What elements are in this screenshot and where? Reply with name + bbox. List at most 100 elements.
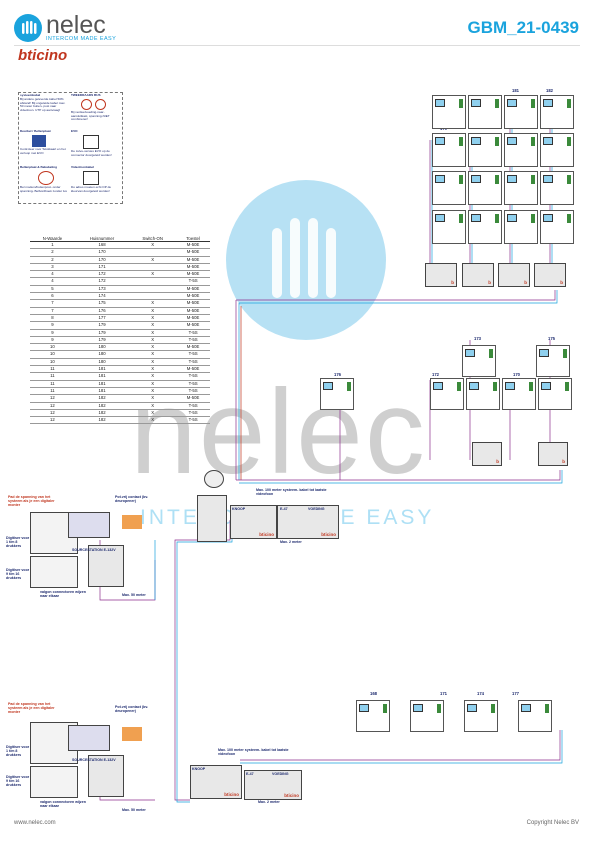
table-cell: X [129,416,177,425]
table-cell: 180 [74,343,130,352]
table-cell: 9 [30,329,75,337]
legend-item: TWEEDRAADS BUS Bij verdeelvoeding-naar- … [71,93,110,122]
digitiser-note: Digitiser voor 9 t/m 16 drukkers [6,775,30,787]
videophone-unit [540,133,574,167]
table-cell: X [129,321,177,330]
header-divider [14,45,580,46]
table-cell: T-5S [176,350,210,359]
table-cell: X [129,256,177,264]
screen-icon [465,349,475,357]
table-cell: T-5S [176,416,210,425]
videophone-unit [468,210,502,244]
screen-icon [507,99,517,107]
apartment-label: 174 [477,691,484,696]
cable-length-note: Max. 100 meter systeem- kabel tot laatst… [256,488,327,496]
prohibited-icon [95,98,106,110]
e47-label: E-47 [280,507,288,511]
terminal-icon [529,382,533,391]
table-cell: 177 [74,314,130,323]
table-cell [129,248,177,257]
terminal-icon [567,99,571,108]
table-cell: 11 [30,380,75,388]
connector-note: valgon connectoren wijzen naar elkaar [40,800,86,808]
fifty-meter-note: Max. 50 meter [122,593,146,597]
table-cell: 179 [74,329,130,337]
two-meter-note: Max. 2 meter [280,540,302,544]
digitiser-note: Digitiser voor 9 t/m 16 drukkers [6,568,30,580]
watermark-circle [226,180,386,340]
table-cell: M-50E [176,292,210,301]
table-cell: X [129,270,177,279]
table-cell: X [129,409,177,418]
table-cell: 2 [30,248,75,257]
apartment-label: 171 [440,691,447,696]
potfree-note: Pot.vrij contact (bv. deuropener) [115,705,149,713]
screen-icon [323,382,333,390]
table-cell: M-50E [176,241,210,250]
videophone-unit [538,378,572,410]
terminal-icon [459,214,463,223]
distribution-module: b [498,263,530,287]
prohibited-icon [81,98,92,110]
videophone-unit [536,345,570,377]
terminal-icon [567,137,571,146]
terminal-icon [495,99,499,108]
terminal-icon [347,382,351,391]
terminal-icon [563,349,567,358]
table-cell: X [129,314,177,323]
screen-icon [435,214,445,222]
table-cell: T-5S [176,380,210,388]
videophone-unit [518,700,552,732]
table-cell: M-50E [176,307,210,315]
table-cell: M-50E [176,321,210,330]
table-cell: 182 [74,409,130,418]
apartment-label: 176 [334,372,341,377]
terminal-icon [495,137,499,146]
fifty-meter-note: Max. 50 meter [122,808,146,812]
module-icon [83,170,99,185]
table-cell: X [129,358,177,367]
voeding-module: bticino [277,505,339,539]
table-cell: X [129,380,177,388]
table-cell: M-50E [176,343,210,352]
screen-icon [435,137,445,145]
screen-icon [507,175,517,183]
table-cell: 9 [30,336,75,345]
table-cell: M-50E [176,299,210,308]
column-header: N-Waarde [30,236,75,242]
table-cell: M-50E [176,248,210,257]
videophone-unit [504,133,538,167]
videophone-unit [504,210,538,244]
videophone-unit [462,345,496,377]
table-cell: T-5S [176,372,210,381]
table-cell: T-5S [176,402,210,410]
table-cell: 179 [74,321,130,330]
table-cell: 170 [74,256,130,264]
legend-item: Deurbel / Bellenplaat Controleer voor Te… [20,129,66,155]
table-cell: 174 [74,292,130,301]
table-cell: M-50E [176,256,210,264]
table-cell: 7 [30,307,75,315]
footer-url[interactable]: www.nelec.com [14,820,56,826]
table-cell: 9 [30,321,75,330]
screen-icon [469,382,479,390]
e47-label: E-47 [246,772,254,776]
table-cell: 11 [30,365,75,374]
legend-item: Bellenplaat & Bekabeling Bel modem/buite… [20,165,67,193]
table-cell: 11 [30,387,75,396]
warning-note: Pad de spanning van het systeem als je e… [8,495,55,507]
screen-icon [471,175,481,183]
table-cell: 172 [74,277,130,286]
table-cell: M-50E [176,314,210,323]
table-cell: 10 [30,358,75,367]
table-cell: M-50E [176,270,210,279]
table-cell: X [129,350,177,359]
table-cell: T-5S [176,277,210,286]
